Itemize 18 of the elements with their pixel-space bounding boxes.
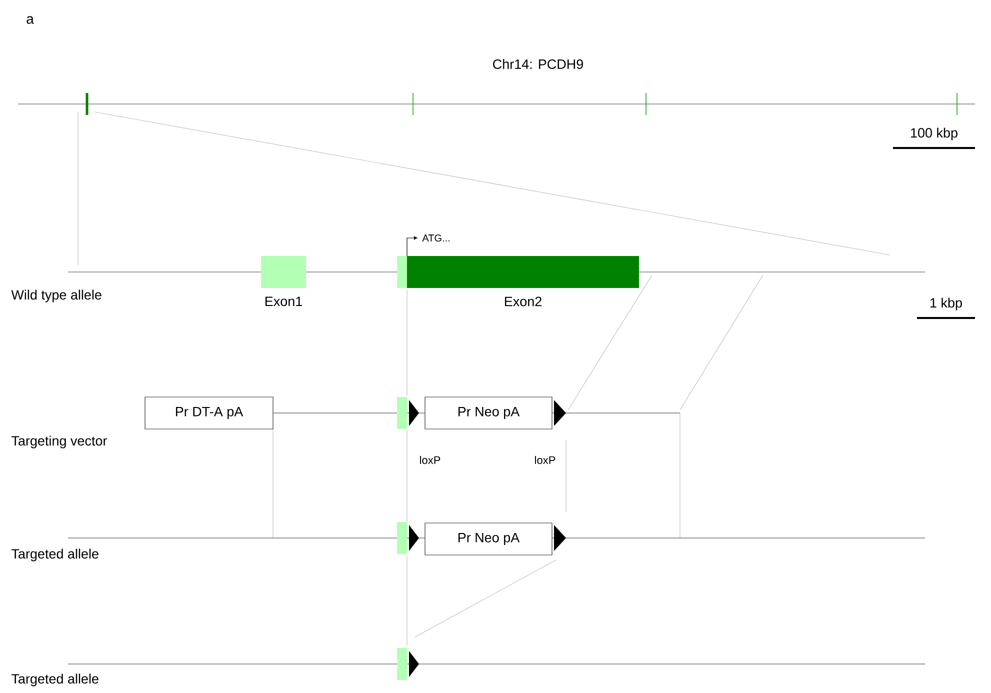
cassette-box: Pr Neo pA [424, 396, 552, 430]
row-label: Wild type allele [11, 290, 102, 302]
loxp-label: loxP [535, 456, 556, 464]
loxp-label: loxP [420, 456, 440, 464]
exon-block: Exon1 [261, 256, 306, 306]
scale-label: 1 kbp [930, 298, 962, 310]
node-label: Exon1 [265, 296, 302, 306]
panel-label: a [26, 16, 34, 24]
start-codon-label: ATG... [422, 234, 450, 242]
row-label: Targeted allele [12, 548, 98, 562]
chromosome-label: Chr14: PCDH9 [493, 59, 583, 69]
scale-label: 100 kbp [911, 128, 958, 140]
row-label: Targeting vector [12, 436, 107, 448]
cassette-box: Pr Neo pA [424, 522, 552, 556]
row-label: Targeted allele [12, 674, 98, 686]
cassette-box: Pr DT-A pA [144, 396, 274, 430]
exon-block: Exon2 [407, 256, 639, 306]
node-label: Exon2 [504, 296, 542, 306]
